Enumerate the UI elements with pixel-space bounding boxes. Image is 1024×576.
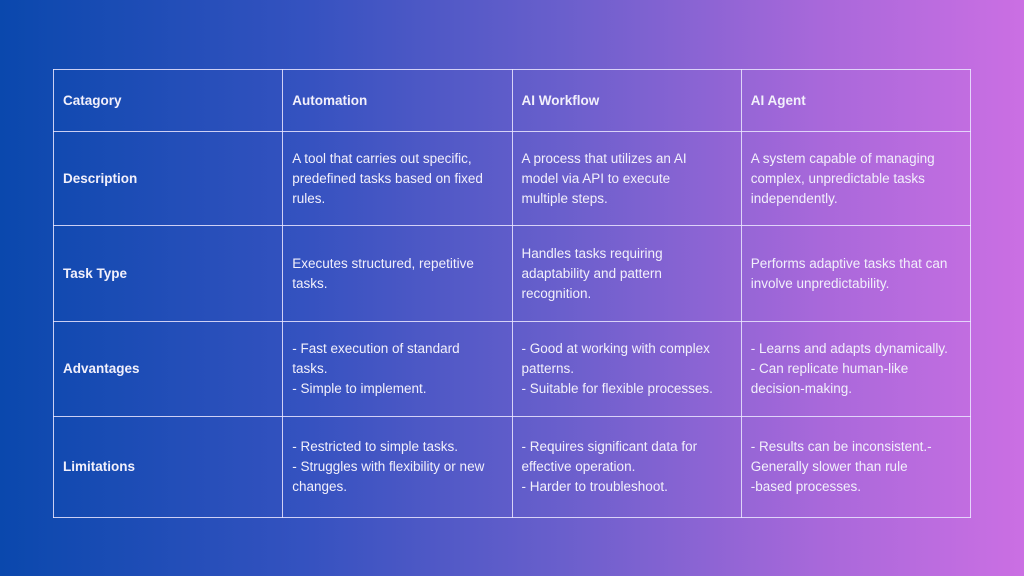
comparison-table: Catagory Automation AI Workflow AI Agent… [52,69,972,518]
header-row: Catagory Automation AI Workflow AI Agent [52,69,972,132]
header-ai-agent: AI Agent [740,69,972,132]
row-label: Task Type [52,225,284,322]
header-ai-workflow: AI Workflow [511,69,742,132]
table-cell: - Restricted to simple tasks. - Struggle… [282,416,513,518]
table-cell: A system capable of managing complex, un… [740,131,972,226]
table-cell: - Good at working with complex patterns.… [511,321,742,417]
row-label: Advantages [52,321,284,417]
table-cell: A tool that carries out specific, predef… [282,131,513,226]
row-label: Description [52,131,284,226]
table-row-advantages: Advantages - Fast execution of standard … [52,321,972,417]
row-label: Limitations [52,416,284,518]
table-cell: - Fast execution of standard tasks. - Si… [282,321,513,417]
table-row-description: Description A tool that carries out spec… [52,131,972,226]
table-cell: A process that utilizes an AI model via … [511,131,742,226]
table-cell: - Results can be inconsistent.- Generall… [740,416,972,518]
table-cell: Performs adaptive tasks that can involve… [740,225,972,322]
table-row-task-type: Task Type Executes structured, repetitiv… [52,225,972,322]
table-cell: Executes structured, repetitive tasks. [282,225,513,322]
header-automation: Automation [282,69,513,132]
table-cell: - Learns and adapts dynamically. - Can r… [740,321,972,417]
table-cell: Handles tasks requiring adaptability and… [511,225,742,322]
header-category: Catagory [52,69,284,132]
table-cell: - Requires significant data for effectiv… [511,416,742,518]
table-row-limitations: Limitations - Restricted to simple tasks… [52,416,972,518]
